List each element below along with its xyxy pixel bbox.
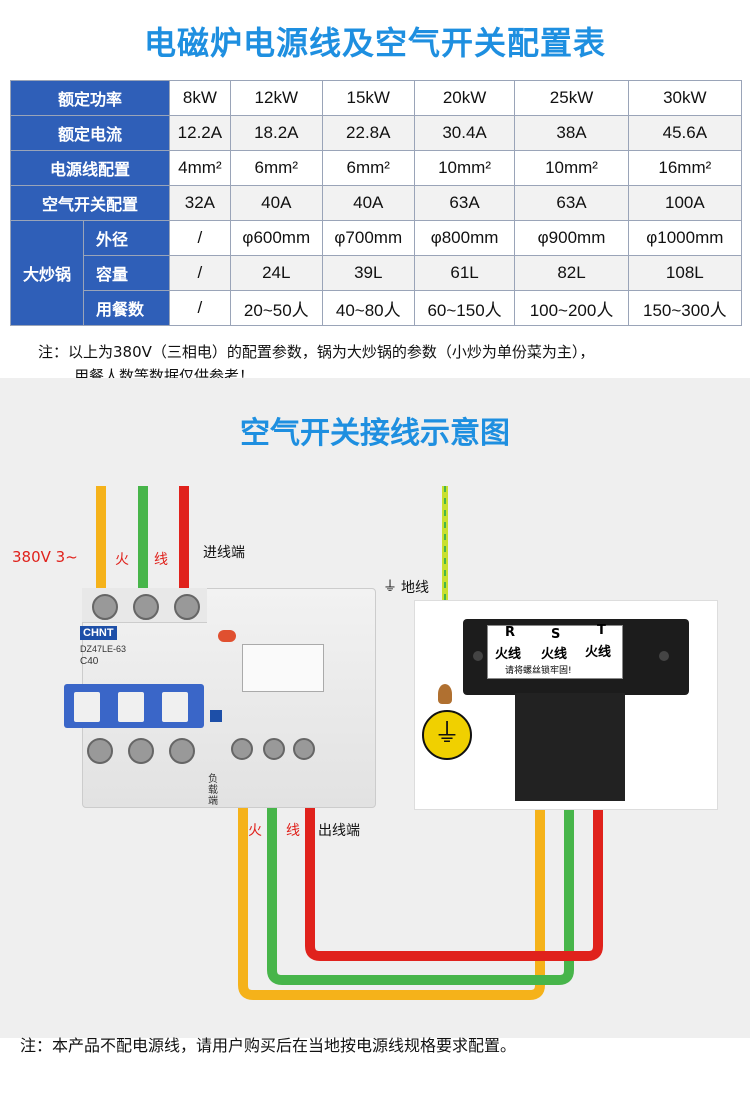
inlet-label: 进线端 bbox=[203, 545, 245, 561]
outlet-label: 出线端 bbox=[318, 823, 360, 839]
line-label: 线 bbox=[154, 552, 168, 568]
table-cell: / bbox=[169, 255, 231, 291]
table-cell: 18.2A bbox=[229, 115, 323, 151]
table-cell: φ800mm bbox=[413, 220, 516, 256]
voltage-label: 380V 3~ bbox=[12, 548, 78, 566]
spec-table: 额定功率 8kW 12kW 15kW 20kW 25kW 30kW 额定电流 1… bbox=[10, 80, 743, 326]
note-line: 注：以上为380V（三相电）的配置参数，锅为大炒锅的参数（小炒为单份菜为主）， bbox=[38, 343, 595, 361]
row-header: 额定电流 bbox=[10, 115, 170, 151]
phase-label: 火线 bbox=[541, 647, 568, 662]
row-header: 电源线配置 bbox=[10, 150, 170, 186]
table-row: 用餐数 / 20~50人 40~80人 60~150人 100~200人 150… bbox=[11, 290, 743, 326]
terminal-screw bbox=[133, 594, 159, 620]
phase-letter: T bbox=[597, 623, 606, 638]
table-cell: 39L bbox=[321, 255, 415, 291]
table-cell: 20~50人 bbox=[229, 290, 323, 326]
terminal-screw bbox=[293, 738, 315, 760]
fire-label: 火 bbox=[115, 552, 129, 568]
table-cell: 24L bbox=[229, 255, 323, 291]
table-row: 大炒锅 外径 / φ600mm φ700mm φ800mm φ900mm φ10… bbox=[10, 220, 743, 326]
table-cell: 38A bbox=[514, 115, 629, 151]
table-cell: φ1000mm bbox=[627, 220, 743, 256]
breaker-model: DZ47LE-63 bbox=[80, 644, 127, 654]
table-cell: 32A bbox=[169, 185, 231, 221]
terminal-screw bbox=[174, 594, 200, 620]
table-row: 额定电流 12.2A 18.2A 22.8A 30.4A 38A 45.6A bbox=[10, 115, 743, 151]
phase-label: 火线 bbox=[495, 647, 522, 662]
bottom-note: 注：本产品不配电源线，请用户购买后在当地按电源线规格要求配置。 bbox=[20, 1036, 517, 1055]
phase-letter: R bbox=[505, 625, 516, 640]
test-button bbox=[218, 630, 236, 642]
table-cell: 12.2A bbox=[169, 115, 231, 151]
table-cell: / bbox=[169, 220, 231, 256]
breaker-rating: C40 bbox=[80, 656, 99, 667]
phase-letter: S bbox=[551, 627, 561, 642]
output-wire-red bbox=[305, 760, 603, 961]
breaker-lever bbox=[118, 692, 144, 722]
box-warning: 请将螺丝锁牢固! bbox=[505, 666, 572, 676]
terminal-screw bbox=[87, 738, 113, 764]
table-cell: 4mm² bbox=[169, 150, 231, 186]
terminal-screw bbox=[231, 738, 253, 760]
table-cell: 100A bbox=[627, 185, 743, 221]
table-cell: 60~150人 bbox=[413, 290, 516, 326]
table-cell: 15kW bbox=[321, 80, 415, 116]
phase-label: 火线 bbox=[585, 645, 612, 660]
output-wire-yellow bbox=[238, 760, 545, 1000]
diagram-title: 空气开关接线示意图 bbox=[240, 416, 510, 451]
table-cell: 12kW bbox=[229, 80, 323, 116]
terminal-box-neck bbox=[515, 693, 625, 801]
terminal-screw bbox=[92, 594, 118, 620]
row-header: 用餐数 bbox=[83, 290, 170, 326]
terminal-screw bbox=[263, 738, 285, 760]
row-header: 外径 bbox=[83, 220, 170, 256]
row-header: 额定功率 bbox=[10, 80, 170, 116]
ground-label: 地线 bbox=[401, 580, 429, 596]
breaker-label-panel bbox=[242, 644, 324, 692]
breaker-lever bbox=[162, 692, 188, 722]
load-end-label: 负载端 bbox=[208, 774, 218, 807]
main-title: 电磁炉电源线及空气开关配置表 bbox=[143, 24, 606, 62]
air-switch: CHNT DZ47LE-63 C40 负载端 bbox=[64, 588, 376, 808]
line-label: 线 bbox=[286, 823, 300, 839]
fire-label: 火 bbox=[248, 823, 262, 839]
terminal-screw bbox=[128, 738, 154, 764]
row-header: 空气开关配置 bbox=[10, 185, 170, 221]
box-screw bbox=[473, 651, 483, 661]
table-cell: 40A bbox=[321, 185, 415, 221]
table-cell: φ700mm bbox=[321, 220, 415, 256]
breaker-badge bbox=[210, 710, 222, 722]
output-wire-green bbox=[267, 760, 574, 985]
ground-icon: ⏚ bbox=[383, 579, 397, 595]
ground-badge-icon: ⏚ bbox=[422, 710, 472, 760]
table-cell: 16mm² bbox=[627, 150, 743, 186]
table-cell: 150~300人 bbox=[627, 290, 743, 326]
terminal-box-photo: R S T 火线 火线 火线 请将螺丝锁牢固! bbox=[414, 600, 718, 810]
group-header: 大炒锅 bbox=[10, 220, 84, 326]
table-cell: 82L bbox=[514, 255, 629, 291]
table-cell: 10mm² bbox=[514, 150, 629, 186]
table-cell: 61L bbox=[413, 255, 516, 291]
table-cell: 108L bbox=[627, 255, 743, 291]
ground-lug bbox=[438, 684, 452, 704]
box-screw bbox=[659, 651, 669, 661]
table-cell: 22.8A bbox=[321, 115, 415, 151]
table-cell: 30kW bbox=[627, 80, 743, 116]
table-cell: 25kW bbox=[514, 80, 629, 116]
phase-label-plate bbox=[487, 625, 623, 679]
table-cell: 40~80人 bbox=[321, 290, 415, 326]
table-cell: 45.6A bbox=[627, 115, 743, 151]
terminal-screw bbox=[169, 738, 195, 764]
table-row: 容量 / 24L 39L 61L 82L 108L bbox=[11, 255, 743, 291]
breaker-brand: CHNT bbox=[80, 626, 117, 640]
breaker-lever bbox=[74, 692, 100, 722]
row-header: 容量 bbox=[83, 255, 170, 291]
table-row: 额定功率 8kW 12kW 15kW 20kW 25kW 30kW bbox=[10, 80, 743, 116]
table-row: 电源线配置 4mm² 6mm² 6mm² 10mm² 10mm² 16mm² bbox=[10, 150, 743, 186]
